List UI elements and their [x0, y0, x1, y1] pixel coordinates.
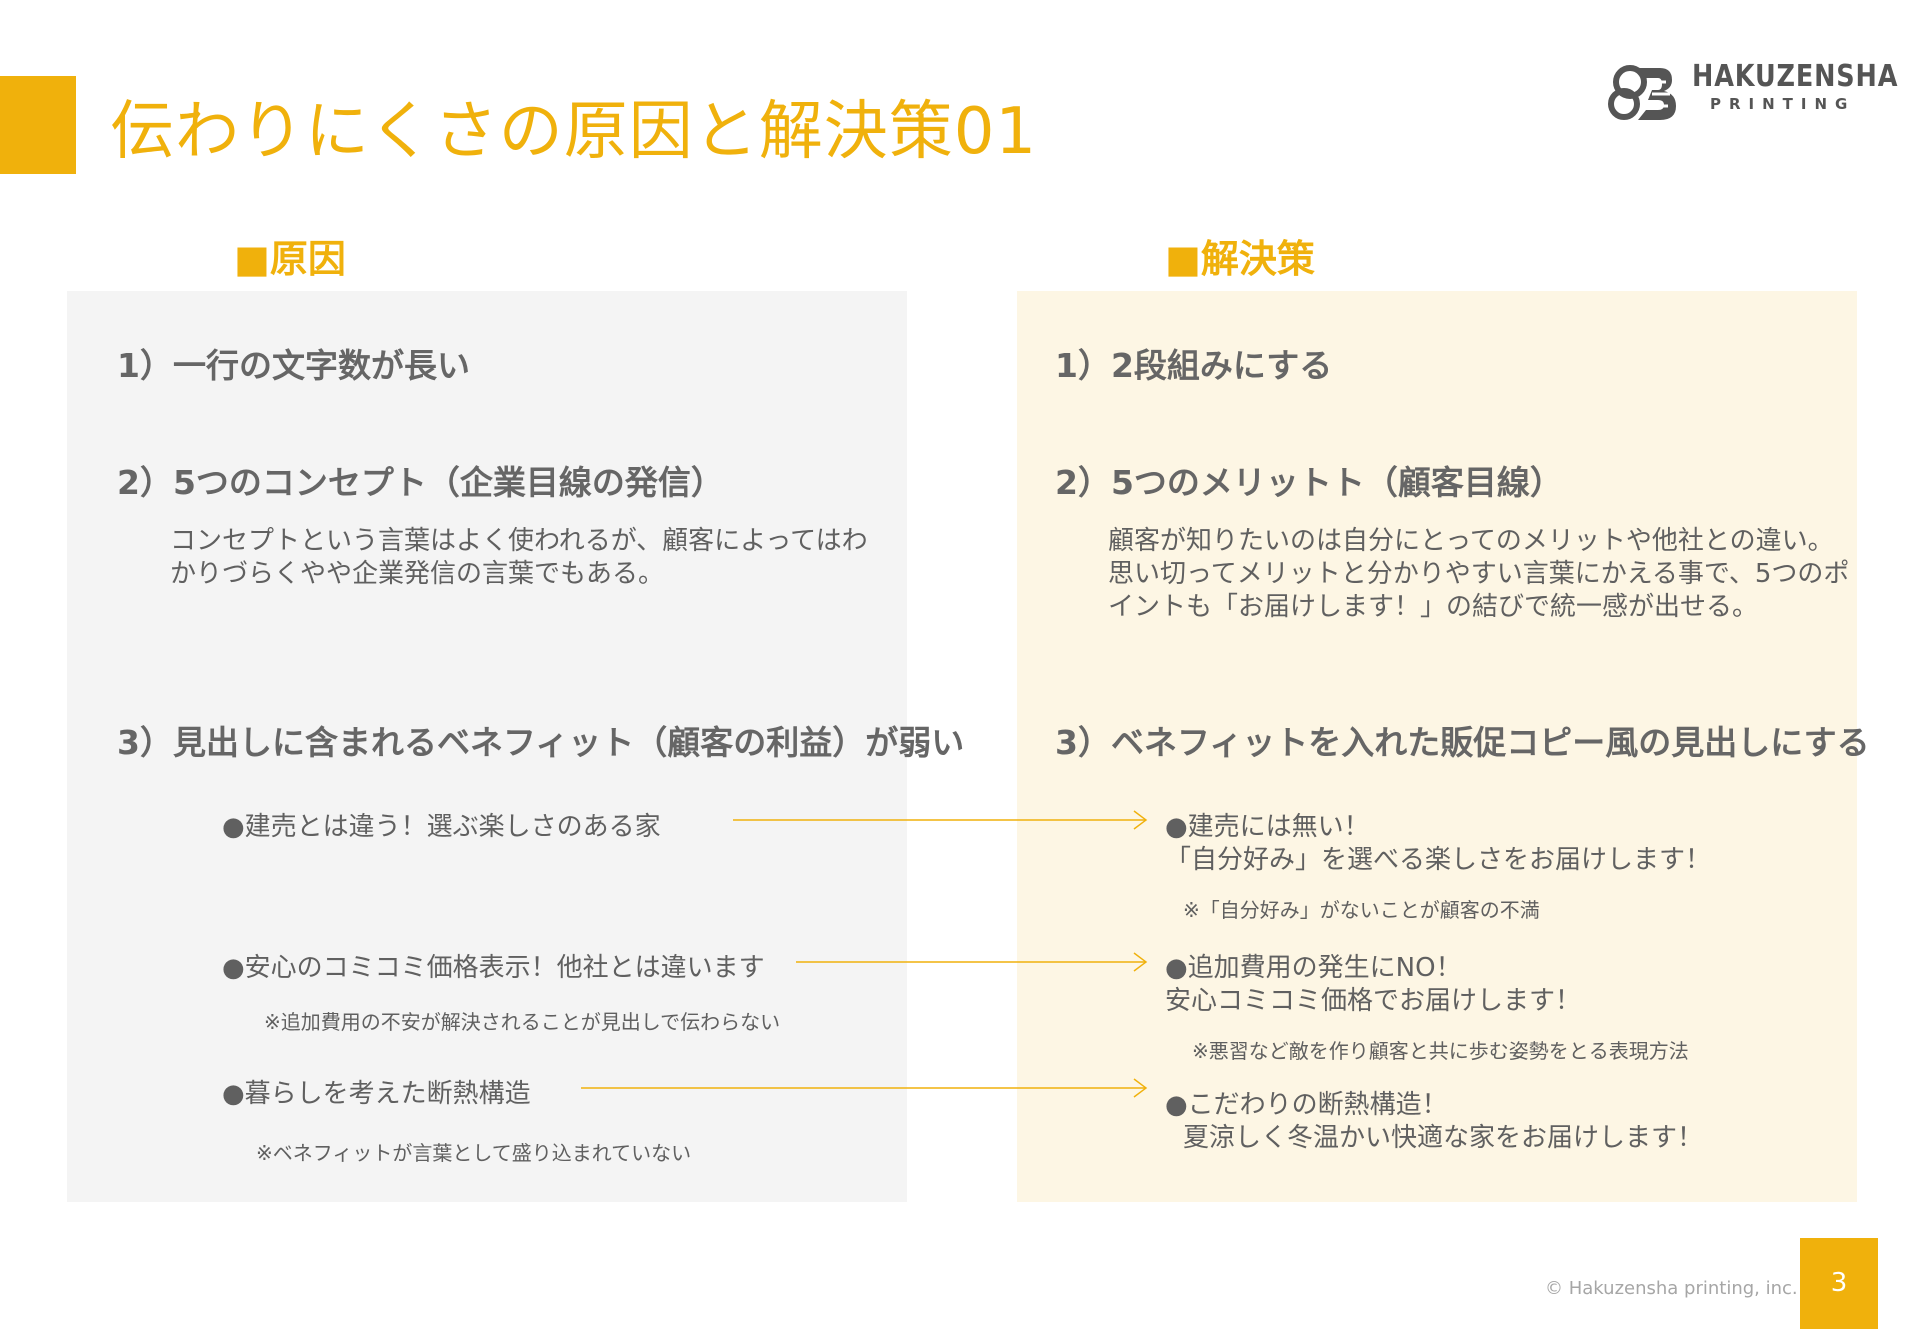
solution-item-2-desc-line-1: 顧客が知りたいのは自分にとってのメリットや他社との違い。	[1108, 526, 1834, 556]
solution-item-2: 2）5つのメリットト（顧客目線）	[1055, 463, 1563, 502]
logo-sub-text: PRINTING	[1710, 95, 1856, 113]
solution-bullet-1-line-2: 「自分好み」を選べる楽しさをお届けします！	[1165, 845, 1712, 875]
cause-bullet-2-note: ※追加費用の不安が解決されることが見出しで伝わらない	[264, 1010, 781, 1034]
cause-heading: ■原因	[234, 237, 346, 281]
solution-bullet-1-line-1: ●建売には無い！	[1165, 812, 1370, 842]
cause-panel	[67, 291, 907, 1202]
solution-panel	[1017, 291, 1857, 1202]
solution-bullet-2-line-2: 安心コミコミ価格でお届けします！	[1165, 986, 1582, 1016]
solution-bullet-3-line-2: 夏涼しく冬温かい快適な家をお届けします！	[1183, 1123, 1704, 1153]
solution-item-1: 1）2段組みにする	[1055, 346, 1333, 385]
solution-bullet-3-line-1: ●こだわりの断熱構造！	[1165, 1090, 1448, 1120]
logo-main-text: HAKUZENSHA	[1692, 59, 1899, 94]
cause-bullet-3: ●暮らしを考えた断熱構造	[222, 1079, 531, 1109]
cause-bullet-1: ●建売とは違う！選ぶ楽しさのある家	[222, 812, 661, 842]
title-accent-block	[0, 76, 76, 174]
solution-item-2-desc-line-2: 思い切ってメリットと分かりやすい言葉にかえる事で、5つのポ	[1108, 559, 1850, 589]
cause-item-3: 3）見出しに含まれるベネフィット（顧客の利益）が弱い	[117, 723, 965, 762]
solution-item-3: 3）ベネフィットを入れた販促コピー風の見出しにする	[1055, 723, 1870, 762]
page-number: 3	[1830, 1268, 1848, 1298]
solution-bullet-2-line-1: ●追加費用の発生にNO！	[1165, 953, 1462, 983]
cause-bullet-2: ●安心のコミコミ価格表示！他社とは違います	[222, 953, 765, 983]
page-title: 伝わりにくさの原因と解決策01	[110, 95, 1038, 169]
solution-bullet-2-note: ※悪習など敵を作り顧客と共に歩む姿勢をとる表現方法	[1192, 1039, 1689, 1063]
copyright-text: © Hakuzensha printing, inc.	[1545, 1278, 1798, 1299]
cause-bullet-3-note: ※ベネフィットが言葉として盛り込まれていない	[256, 1141, 692, 1165]
company-logo: HAKUZENSHA PRINTING	[1608, 58, 1897, 128]
logo-mark-icon	[1608, 65, 1676, 120]
cause-item-2-desc-line-1: コンセプトという言葉はよく使われるが、顧客によってはわ	[170, 526, 868, 556]
cause-item-1: 1）一行の文字数が長い	[117, 346, 470, 385]
solution-item-2-desc-line-3: イントも「お届けします！」の結びで統一感が出せる。	[1108, 592, 1759, 622]
cause-item-2: 2）5つのコンセプト（企業目線の発信）	[117, 463, 724, 502]
solution-bullet-1-note: ※「自分好み」がないことが顧客の不満	[1183, 898, 1540, 922]
cause-item-2-desc-line-2: かりづらくやや企業発信の言葉でもある。	[170, 559, 665, 589]
page-number-box: 3	[1800, 1238, 1878, 1329]
solution-heading: ■解決策	[1165, 237, 1315, 281]
